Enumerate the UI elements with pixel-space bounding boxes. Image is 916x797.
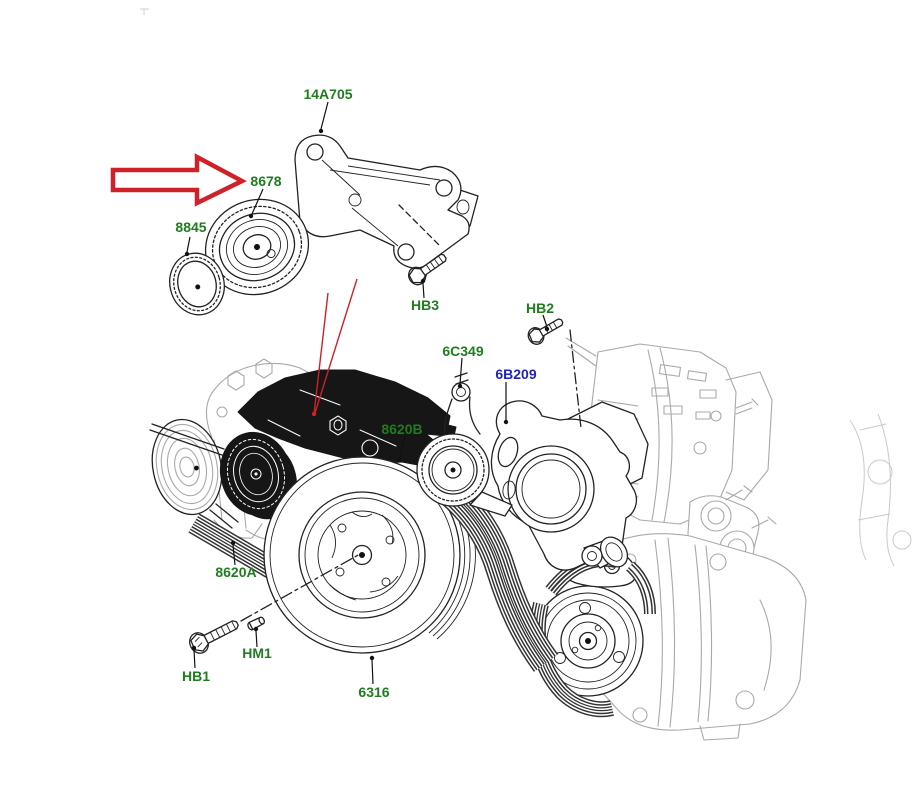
ac-compressor-outline [599,533,807,741]
part-label-14A705: 14A705 [303,86,352,102]
part-label-8845: 8845 [175,219,206,235]
part-label-HB2: HB2 [526,300,554,316]
nut-hm1-part [247,616,266,631]
part-label-8678: 8678 [250,173,281,189]
bracket-6b209-part [490,400,649,571]
part-label-HM1: HM1 [242,645,272,661]
compressor-clutch-pulley [532,585,644,697]
bracket-14a705-part [294,134,479,269]
part-label-HB1: HB1 [182,668,210,684]
scan-artifact [140,8,149,15]
bolt-hb2-part [527,318,564,345]
dashed-line-bracket-to-hb3 [398,204,442,248]
part-label-8620B: 8620B [381,421,422,437]
dashdot-line-hb1-axis [240,553,361,622]
part-labels: 14A705 8678 8845 HB3 HB2 6C349 6B209 862… [175,86,554,700]
part-label-HB3: HB3 [411,297,439,313]
red-pointer-lines [313,278,358,415]
crank-pulley-6316-part [263,456,476,654]
tensioner-pulley-8678-part [204,198,310,296]
far-right-engine-faint [849,413,912,567]
tensioner-6c349-part [416,372,513,517]
part-label-6B209: 6B209 [495,366,536,382]
belt-8620b-lower-wrap [529,552,656,718]
left-pulley [151,418,223,516]
part-label-8620A: 8620A [215,564,256,580]
dashdot-line-hb2-axis [569,329,582,429]
leader-lines [184,101,550,685]
part-label-6C349: 6C349 [442,343,483,359]
assembly-guide-lines [240,204,582,622]
part-label-6316: 6316 [358,684,389,700]
highlight-arrow-icon [110,153,247,207]
red-pointer-tip [311,411,317,417]
red-highlight [110,153,358,417]
